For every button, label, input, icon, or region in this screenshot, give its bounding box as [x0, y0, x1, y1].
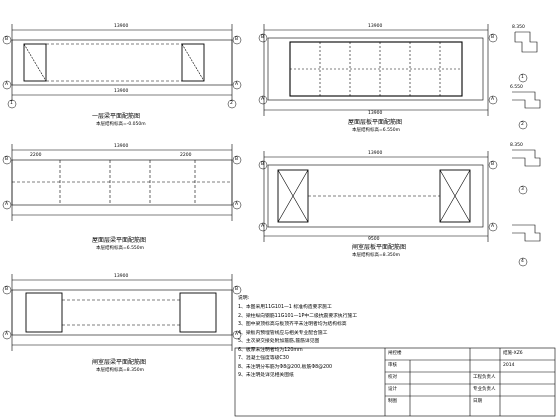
dim-overall: 13900 [368, 24, 383, 29]
plan-5-frame [263, 151, 489, 242]
axis-label-2: 2 [230, 101, 233, 106]
section-mark-3: 3 [521, 187, 524, 192]
title-block-role: 设计 [388, 387, 397, 392]
plan-2-frame [11, 144, 233, 221]
axis-label-b: B [235, 157, 239, 162]
plan-3-elevation: 本层结构标高=8.350m [96, 368, 145, 373]
note-line: 6、板厚未注明者均为120mm [238, 347, 303, 353]
note-line: 8、未注明分布筋为Φ8@200,板筋Φ8@200 [238, 364, 333, 370]
section-details [512, 31, 541, 242]
section-mark-2: 2 [521, 122, 524, 127]
axis-label-a: A [5, 82, 9, 87]
axis-label-b: B [5, 287, 9, 292]
axis-label-a: A [235, 82, 239, 87]
axis-label-b: B [261, 162, 265, 167]
section-mark-4: 4 [521, 259, 524, 264]
plan-4-title: 屋面层板平面配筋图 [348, 119, 403, 126]
axis-label-b: B [491, 162, 495, 167]
axis-label-b: B [261, 35, 265, 40]
title-block-frame [234, 347, 556, 417]
dim-mid: 9500 [368, 237, 380, 242]
axis-label-b: B [235, 287, 239, 292]
title-block-drawing-name: 闸控楼 [388, 351, 402, 356]
note-line: 4、梁板内预埋管线应与相关专业配合施工 [238, 330, 328, 336]
dim-overall: 13900 [368, 111, 383, 116]
dim-overall: 13900 [114, 274, 129, 279]
axis-label-a: A [235, 202, 239, 207]
notes-heading: 说明: [238, 296, 250, 301]
note-line: 5、主次梁交接处附加箍筋,箍筋详见图 [238, 339, 320, 344]
title-block-role: 审核 [388, 363, 397, 368]
title-block-role: 校对 [388, 375, 397, 380]
axis-label-1: 1 [10, 101, 13, 106]
dim-overall: 13900 [114, 89, 129, 94]
axis-label-a: A [261, 224, 265, 229]
title-block-role: 制图 [388, 399, 397, 404]
axis-label-a: A [261, 97, 265, 102]
plan-5-elevation: 本层结构标高=8.350m [352, 253, 401, 258]
plan-2-elevation: 本层结构标高=6.550m [96, 246, 145, 251]
dim-overall: 13900 [114, 24, 129, 29]
section-elev-3: 8.350 [510, 143, 523, 148]
axis-label-b: B [235, 37, 239, 42]
dim-overall: 13900 [368, 151, 383, 156]
dim-overall: 13900 [114, 144, 129, 149]
axis-label-b: B [5, 37, 9, 42]
plan-1-elevation: 本层结构标高=-0.050m [96, 122, 146, 127]
plan-4-elevation: 本层结构标高=6.550m [352, 128, 401, 133]
axis-label-a: A [5, 332, 9, 337]
plan-1-frame [11, 24, 233, 101]
axis-label-b: B [5, 157, 9, 162]
plan-2-title: 屋面层梁平面配筋图 [92, 237, 147, 244]
title-block-sheet-code: 结施-XZ6 [503, 351, 523, 356]
plan-4-frame [263, 24, 489, 116]
general-notes: 说明: 1、本图采用11G101—1 标准构造要求施工 2、梁柱纵向钢筋11G1… [238, 294, 383, 380]
axis-label-a: A [5, 202, 9, 207]
note-line: 9、未注明处详见相关图纸 [238, 373, 294, 378]
note-line: 1、本图采用11G101—1 标准构造要求施工 [238, 305, 332, 310]
plan-3-title: 闸室层梁平面配筋图 [92, 359, 147, 366]
note-line: 2、梁柱纵向钢筋11G101—1P中二级抗震要求执行施工 [238, 313, 358, 319]
axis-label-a: A [235, 332, 239, 337]
axis-label-a: A [491, 97, 495, 102]
note-line: 3、图中梁顶标高与板顶齐平未注明者均为结构标高 [238, 322, 347, 327]
section-elev-2: 6.550 [510, 85, 523, 90]
title-block-label: 日期 [473, 399, 482, 404]
section-mark-1: 1 [521, 75, 524, 80]
title-block-date: 2014 [503, 363, 515, 368]
axis-label-a: A [491, 224, 495, 229]
plan-1-title: 一层梁平面配筋图 [92, 113, 141, 120]
plan-3-frame [11, 274, 233, 351]
axis-label-b: B [491, 35, 495, 40]
title-block-role: 专业负责人 [473, 387, 496, 392]
dim-bay: 2200 [30, 153, 42, 158]
dim-bay: 2200 [180, 153, 192, 158]
section-elev-1: 8.350 [512, 25, 525, 30]
note-line: 7、混凝土强度等级C30 [238, 356, 289, 361]
plan-5-title: 闸室层板平面配筋图 [352, 244, 407, 251]
title-block-role: 工程负责人 [473, 375, 496, 380]
